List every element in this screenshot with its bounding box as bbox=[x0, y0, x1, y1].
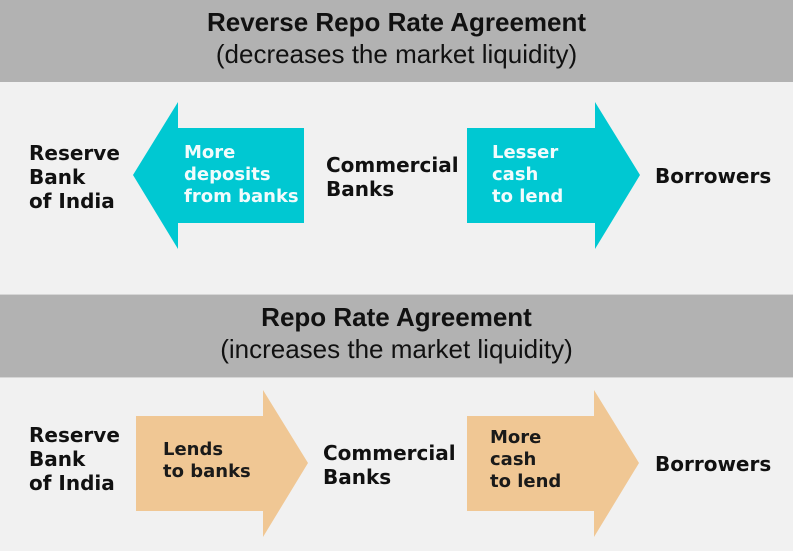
repo-header: Repo Rate Agreement (increases the marke… bbox=[0, 294, 793, 378]
reverse-arrow-borrowers-icon bbox=[467, 102, 640, 249]
repo-subtitle: (increases the market liquidity) bbox=[220, 334, 573, 364]
repo-title: Repo Rate Agreement bbox=[261, 302, 532, 332]
reverse-commercial-banks-label: Commercial Banks bbox=[326, 153, 459, 201]
reverse-arrow1-label: More deposits from banks bbox=[184, 142, 299, 207]
repo-arrow1-label: Lends to banks bbox=[163, 439, 251, 482]
repo-arrow-banks-icon bbox=[136, 390, 308, 537]
reverse-arrow2-label: Lesser cash to lend bbox=[492, 142, 564, 207]
reverse-repo-header: Reverse Repo Rate Agreement (decreases t… bbox=[0, 0, 793, 82]
repo-rbi-label: Reserve Bank of India bbox=[29, 423, 120, 495]
repo-arrow-borrowers-icon bbox=[467, 390, 639, 537]
repo-commercial-banks-label: Commercial Banks bbox=[323, 441, 456, 489]
repo-borrowers-label: Borrowers bbox=[655, 452, 772, 476]
reverse-arrow-rbi-icon bbox=[133, 102, 304, 249]
reverse-repo-title: Reverse Repo Rate Agreement bbox=[206, 7, 587, 37]
reverse-borrowers-label: Borrowers bbox=[655, 164, 772, 188]
reverse-rbi-label: Reserve Bank of India bbox=[29, 141, 120, 213]
reverse-repo-subtitle: (decreases the market liquidity) bbox=[215, 39, 578, 69]
repo-arrow2-label: More cash to lend bbox=[490, 427, 562, 492]
